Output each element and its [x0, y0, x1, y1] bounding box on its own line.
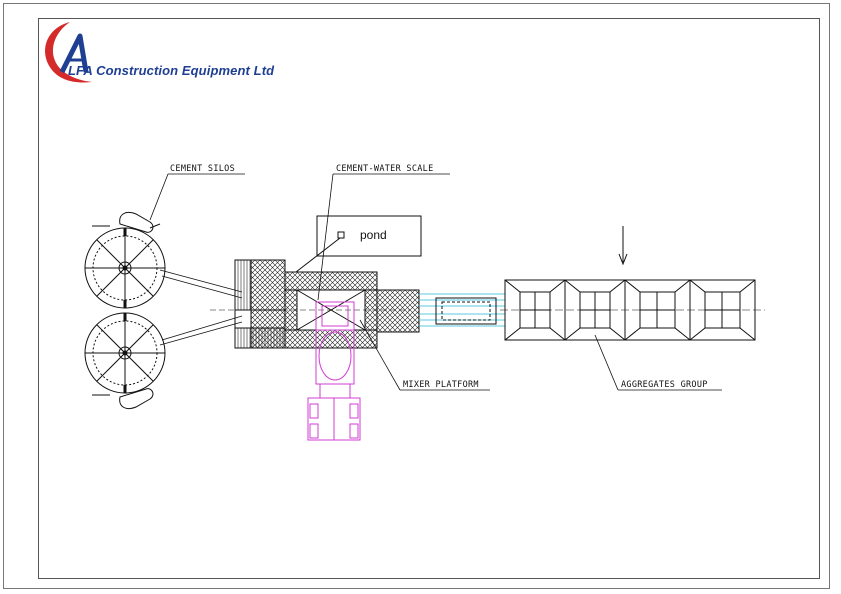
belt-conveyor — [419, 293, 505, 327]
aggregates-bins — [500, 279, 765, 341]
callout-leaders — [149, 173, 722, 391]
mixer-truck-icon — [307, 301, 361, 441]
feed-direction-arrow-icon — [618, 226, 628, 266]
screw-conveyors — [159, 269, 243, 346]
label-cement-water-scale: CEMENT-WATER SCALE — [336, 164, 434, 174]
mixer-platform-structure — [210, 271, 420, 349]
conveyor-frame — [435, 297, 497, 325]
drawing-border — [38, 18, 820, 579]
label-pond: pond — [360, 228, 387, 242]
label-mixer-platform: MIXER PLATFORM — [403, 380, 479, 390]
pond-tank — [295, 215, 422, 273]
company-name: LFA Construction Equipment Ltd — [68, 63, 275, 78]
company-logo-icon — [45, 22, 92, 83]
cement-silo-bottom — [84, 312, 166, 410]
batching-tower — [234, 259, 286, 349]
label-cement-silos: CEMENT SILOS — [170, 164, 236, 174]
label-aggregates-group: AGGREGATES GROUP — [621, 380, 708, 390]
cement-silo-top — [84, 211, 166, 309]
page-frame-outer — [3, 3, 830, 589]
